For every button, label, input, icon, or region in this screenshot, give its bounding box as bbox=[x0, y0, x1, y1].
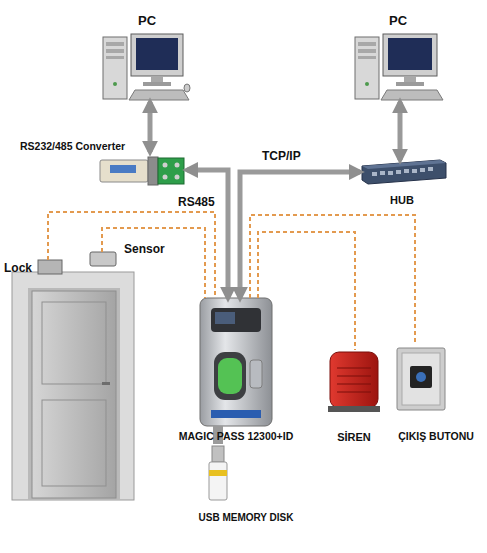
pc-illustration bbox=[355, 34, 443, 100]
connector-arrow bbox=[240, 172, 360, 298]
component-label: RS232/485 Converter bbox=[20, 141, 125, 153]
reader-node: MAGIC PASS 12300+ID bbox=[200, 298, 272, 426]
component-label: HUB bbox=[390, 194, 414, 206]
reader-illustration bbox=[200, 298, 272, 444]
component-label: PC bbox=[389, 14, 407, 28]
hub-node: HUB bbox=[360, 160, 446, 184]
usb-node: USB MEMORY DISK bbox=[206, 443, 230, 501]
signal-wire bbox=[258, 232, 355, 350]
exit-button-node: ÇIKIŞ BUTONU bbox=[395, 345, 447, 412]
connector-arrow bbox=[187, 170, 228, 298]
lock-node: Lock bbox=[38, 260, 62, 274]
pc-node: PC bbox=[103, 32, 188, 102]
signal-wire bbox=[250, 215, 415, 345]
exit-button-illustration bbox=[397, 348, 445, 410]
hub-illustration bbox=[362, 160, 446, 184]
sensor-node: Sensor bbox=[90, 252, 116, 266]
component-label: ÇIKIŞ BUTONU bbox=[398, 431, 474, 443]
signal-wire bbox=[48, 212, 215, 298]
usb-illustration bbox=[209, 446, 227, 500]
connection-label: TCP/IP bbox=[262, 150, 301, 163]
component-label: PC bbox=[138, 14, 156, 28]
siren-node: SİREN bbox=[330, 350, 380, 412]
lock-illustration bbox=[38, 260, 62, 274]
connection-label: RS485 bbox=[178, 196, 215, 209]
converter-node: RS232/485 Converter bbox=[97, 152, 187, 188]
signal-wire bbox=[102, 228, 205, 298]
siren-illustration bbox=[328, 352, 380, 412]
connector-arrow bbox=[148, 102, 153, 152]
component-label: SİREN bbox=[337, 431, 371, 443]
component-label: MAGIC PASS 12300+ID bbox=[179, 431, 293, 443]
component-label: Lock bbox=[4, 262, 32, 275]
pc-illustration bbox=[103, 34, 190, 100]
pc-node: PC bbox=[355, 32, 445, 102]
door-illustration bbox=[12, 272, 134, 500]
sensor-illustration bbox=[90, 252, 116, 266]
component-label: USB MEMORY DISK bbox=[198, 512, 293, 523]
converter-illustration bbox=[100, 157, 184, 185]
connector-arrow bbox=[398, 102, 403, 160]
component-label: Sensor bbox=[124, 243, 165, 256]
